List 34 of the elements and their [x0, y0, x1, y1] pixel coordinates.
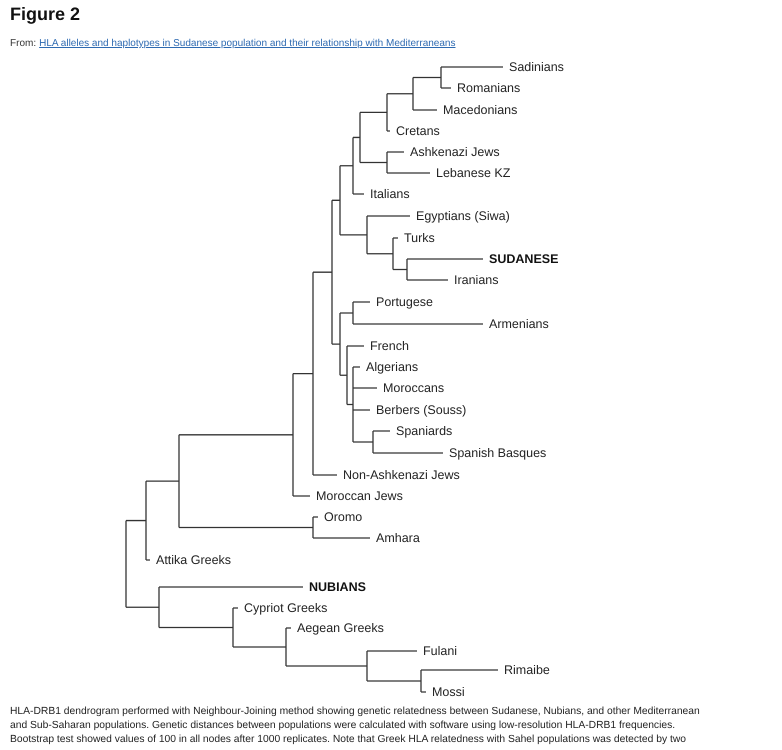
population-label: Lebanese KZ — [436, 165, 510, 181]
population-label: Moroccans — [383, 380, 444, 396]
population-label: Egyptians (Siwa) — [416, 208, 510, 224]
figure-caption: HLA-DRB1 dendrogram performed with Neighbour-Joining method showing genetic relatedness between Sudanese, Nubians, and other Mediterranean and Sub-Saharan populations. Genetic distances between populations were calculated with software using low-resolution HLA-DRB1 frequencies. Bootstrap test showed values of 100 in all nodes after 1000 replicates. Note that Greek HLA relatedness with Sahel populations was detected by two — [10, 705, 700, 747]
population-label: Romanians — [457, 80, 520, 96]
population-label: Rimaibe — [504, 662, 550, 678]
population-label: Portugese — [376, 294, 433, 310]
population-label: Turks — [404, 230, 435, 246]
population-label: Italians — [370, 186, 410, 202]
population-label: Cypriot Greeks — [244, 600, 328, 616]
population-label: Armenians — [489, 316, 549, 332]
population-label: Sadinians — [509, 59, 564, 75]
population-label: Attika Greeks — [156, 552, 232, 568]
population-label: Amhara — [376, 530, 420, 546]
population-label: Macedonians — [443, 102, 518, 118]
population-label: NUBIANS — [309, 579, 366, 595]
population-label: Cretans — [396, 123, 440, 139]
population-label: SUDANESE — [489, 251, 558, 267]
population-label: Iranians — [454, 272, 498, 288]
population-label: Fulani — [423, 643, 458, 659]
population-label: Oromo — [324, 509, 362, 525]
population-label: Berbers (Souss) — [376, 402, 466, 418]
population-label: Mossi — [432, 684, 465, 700]
figure-title: Figure 2 — [10, 4, 80, 25]
population-label: Aegean Greeks — [297, 620, 384, 636]
population-label: Spaniards — [396, 423, 452, 439]
population-label: Moroccan Jews — [316, 488, 403, 504]
population-label: French — [370, 338, 409, 354]
source-label: From: — [10, 38, 36, 49]
population-label: Ashkenazi Jews — [410, 144, 500, 160]
population-label: Algerians — [366, 359, 418, 375]
article-link: HLA alleles and haplotypes in Sudanese population and their relationship with Mediterraneans — [39, 38, 456, 49]
population-label: Non-Ashkenazi Jews — [343, 467, 460, 483]
population-label: Spanish Basques — [449, 445, 546, 461]
